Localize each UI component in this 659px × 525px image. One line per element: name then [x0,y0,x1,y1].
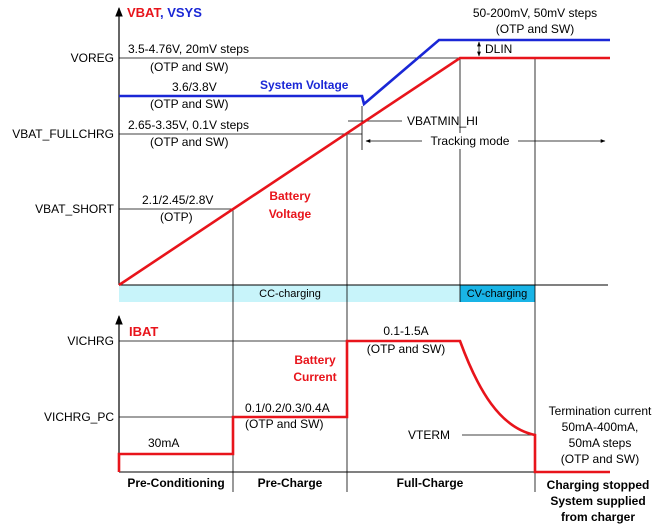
note-full-otp: (OTP and SW) [150,135,228,149]
label-battery-current-1: Battery [294,353,336,367]
note-sys-otp: (OTP and SW) [150,97,228,111]
phase-pre-charge: Pre-Charge [258,476,323,490]
note-voreg-range: 3.5-4.76V, 20mV steps [128,42,249,56]
ibat-curve [117,339,610,474]
svg-text:VBAT, VSYS: VBAT, VSYS [127,5,202,20]
note-sys-range: 3.6/3.8V [172,80,217,94]
note-dlin-otp: (OTP and SW) [496,22,574,36]
phase-stopped-3: from charger [561,510,635,524]
note-dlin: DLIN [485,42,512,56]
vsys-curve [119,38,610,107]
legend-ibat: IBAT [129,324,158,339]
note-full-range: 2.65-3.35V, 0.1V steps [128,118,249,132]
label-battery-voltage-1: Battery [269,189,311,203]
label-battery-current-2: Current [293,370,336,384]
band-label-cv: CV-charging [467,288,528,300]
phase-full-charge: Full-Charge [397,476,464,490]
cv-charging-band [460,285,535,302]
note-term-3: 50mA steps [569,436,632,450]
legend-vbat: VBAT [127,5,161,20]
legend-separator: , [160,5,167,20]
note-tracking-mode: Tracking mode [431,134,510,148]
note-voreg-otp: (OTP and SW) [150,60,228,74]
phase-stopped-2: System supplied [550,494,645,508]
note-short-range: 2.1/2.45/2.8V [142,193,213,207]
label-battery-voltage-2: Voltage [269,207,312,221]
ylabel-vichrg-pc: VICHRG_PC [44,410,114,424]
note-full-current-otp: (OTP and SW) [367,342,445,356]
legend-vsys: VSYS [167,5,202,20]
phase-pre-conditioning: Pre-Conditioning [127,476,224,490]
note-full-current-range: 0.1-1.5A [383,324,428,338]
note-vbatmin-hi: VBATMIN_HI [407,114,478,128]
note-term-4: (OTP and SW) [561,452,639,466]
vbat-curve [118,56,610,287]
note-dlin-range: 50-200mV, 50mV steps [473,6,597,20]
ylabel-vichrg: VICHRG [67,334,114,348]
note-vterm: VTERM [408,428,450,442]
ylabel-vbat-fullchrg: VBAT_FULLCHRG [12,127,114,141]
note-term-1: Termination current [549,404,652,418]
label-system-voltage: System Voltage [260,78,349,92]
note-term-2: 50mA-400mA, [562,420,639,434]
note-short-otp: (OTP) [160,210,193,224]
ylabel-voreg: VOREG [71,51,114,65]
band-label-cc: CC-charging [259,288,321,300]
ylabel-vbat-short: VBAT_SHORT [35,202,115,216]
cc-charging-band [119,285,460,302]
phase-stopped-1: Charging stopped [547,478,650,492]
note-precharge-range: 0.1/0.2/0.3/0.4A [245,401,330,415]
note-precharge-otp: (OTP and SW) [245,417,323,431]
note-precond-current: 30mA [148,436,179,450]
